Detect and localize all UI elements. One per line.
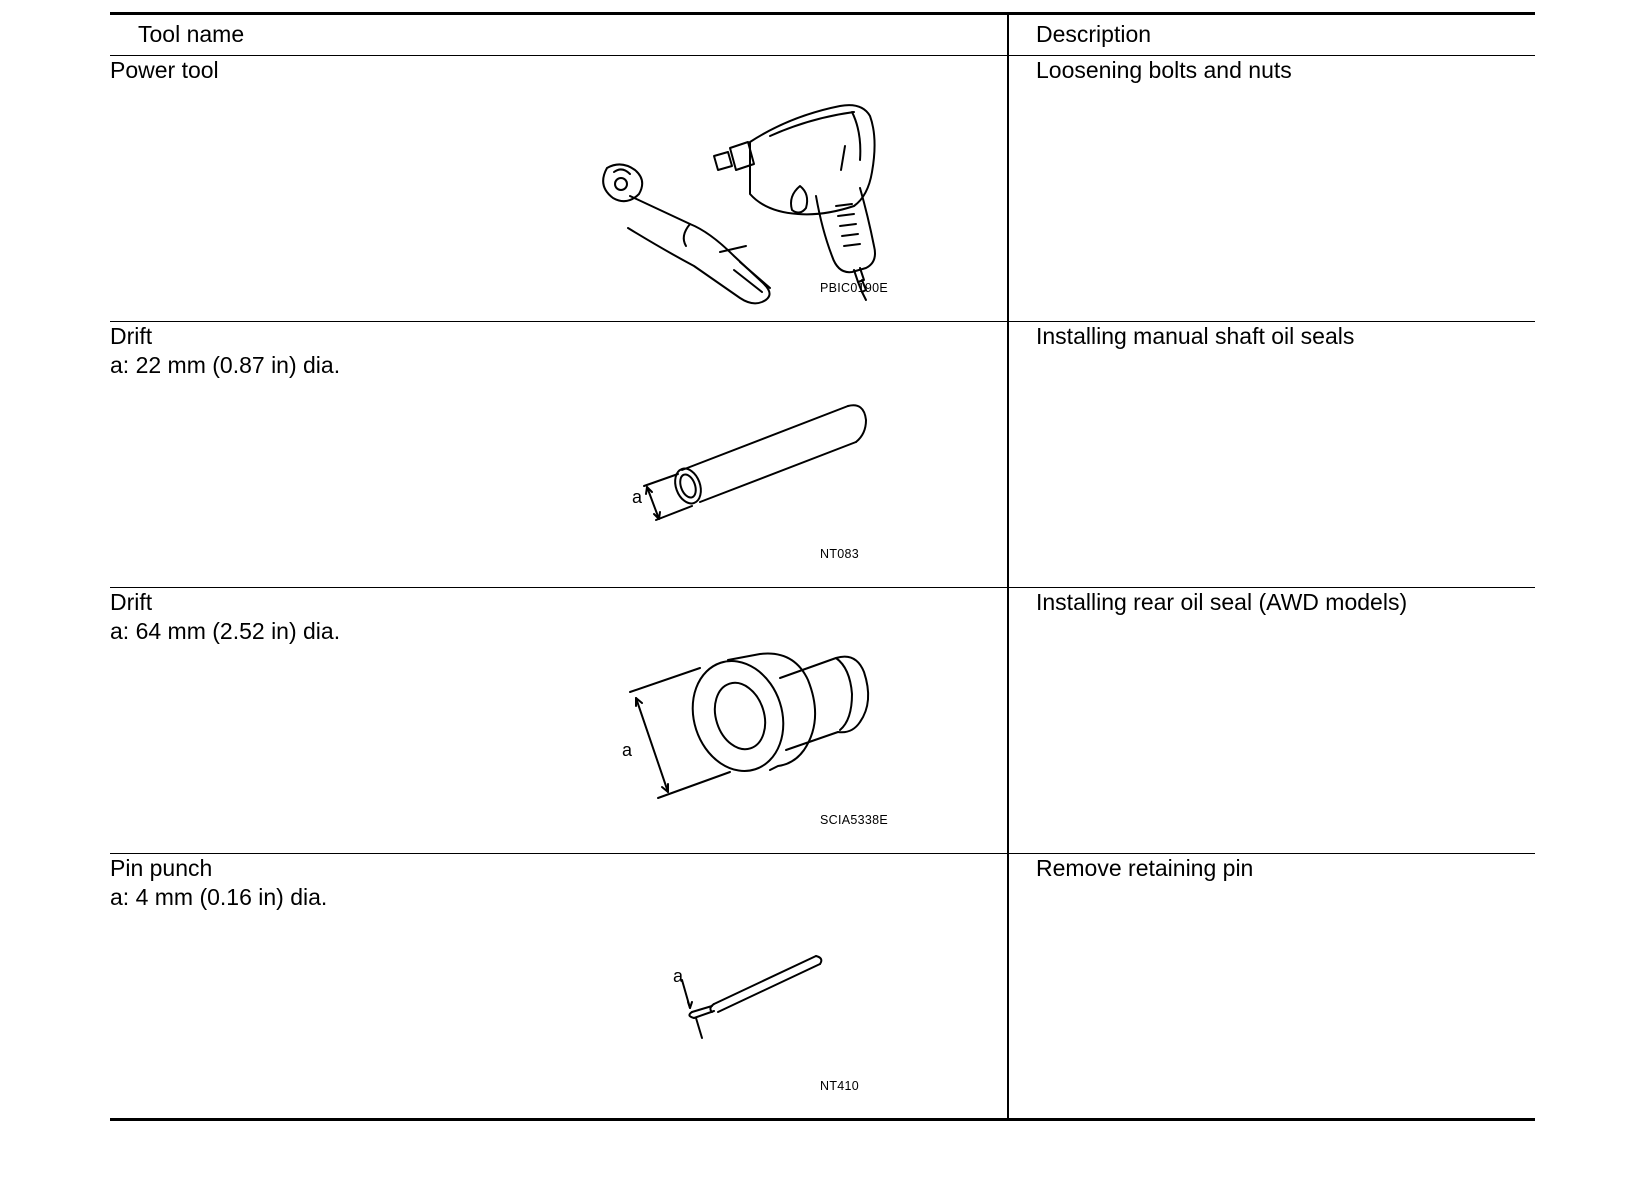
tool-name: Pin punch xyxy=(110,855,213,881)
table-row: Pin punch a: 4 mm (0.16 in) dia. xyxy=(110,853,1535,1120)
description-cell: Remove retaining pin xyxy=(1007,853,1535,1120)
power-tool-icon xyxy=(602,104,876,305)
header-tool-name: Tool name xyxy=(110,13,1008,56)
tool-spec: a: 4 mm (0.16 in) dia. xyxy=(110,884,328,910)
description-cell: Installing rear oil seal (AWD models) xyxy=(1007,587,1535,854)
tool-cell: Drift a: 64 mm (2.52 in) dia. xyxy=(110,587,1008,854)
tool-name: Drift xyxy=(110,323,153,349)
description-cell: Loosening bolts and nuts xyxy=(1007,55,1535,322)
tool-spec: a: 22 mm (0.87 in) dia. xyxy=(110,352,341,378)
table-row: Power tool xyxy=(110,55,1535,322)
tool-cell: Pin punch a: 4 mm (0.16 in) dia. xyxy=(110,853,1008,1120)
tool-name: Drift xyxy=(110,589,153,615)
figure-code: NT410 xyxy=(820,1079,860,1093)
figure-code: PBIC0190E xyxy=(820,281,889,295)
figure-code: NT083 xyxy=(820,547,860,561)
tools-table-container: Tool name Description Power tool xyxy=(110,12,1535,1121)
power-tool-illustration: PBIC0190E xyxy=(110,56,1008,322)
tool-cell: Drift a: 22 mm (0.87 in) dia. xyxy=(110,321,1008,588)
header-description: Description xyxy=(1007,13,1535,56)
table-row: Drift a: 22 mm (0.87 in) dia. xyxy=(110,321,1535,588)
table-header-row: Tool name Description xyxy=(110,13,1535,56)
tools-table: Tool name Description Power tool xyxy=(110,12,1535,1121)
dimension-label: a xyxy=(622,740,633,760)
description-cell: Installing manual shaft oil seals xyxy=(1007,321,1535,588)
dimension-label: a xyxy=(632,487,643,507)
dimension-label: a xyxy=(673,966,684,986)
tool-cell: Power tool xyxy=(110,56,1008,322)
table-row: Drift a: 64 mm (2.52 in) dia. xyxy=(110,587,1535,854)
figure-code: SCIA5338E xyxy=(820,813,889,827)
tool-spec: a: 64 mm (2.52 in) dia. xyxy=(110,618,341,644)
tool-name: Power tool xyxy=(110,57,219,83)
